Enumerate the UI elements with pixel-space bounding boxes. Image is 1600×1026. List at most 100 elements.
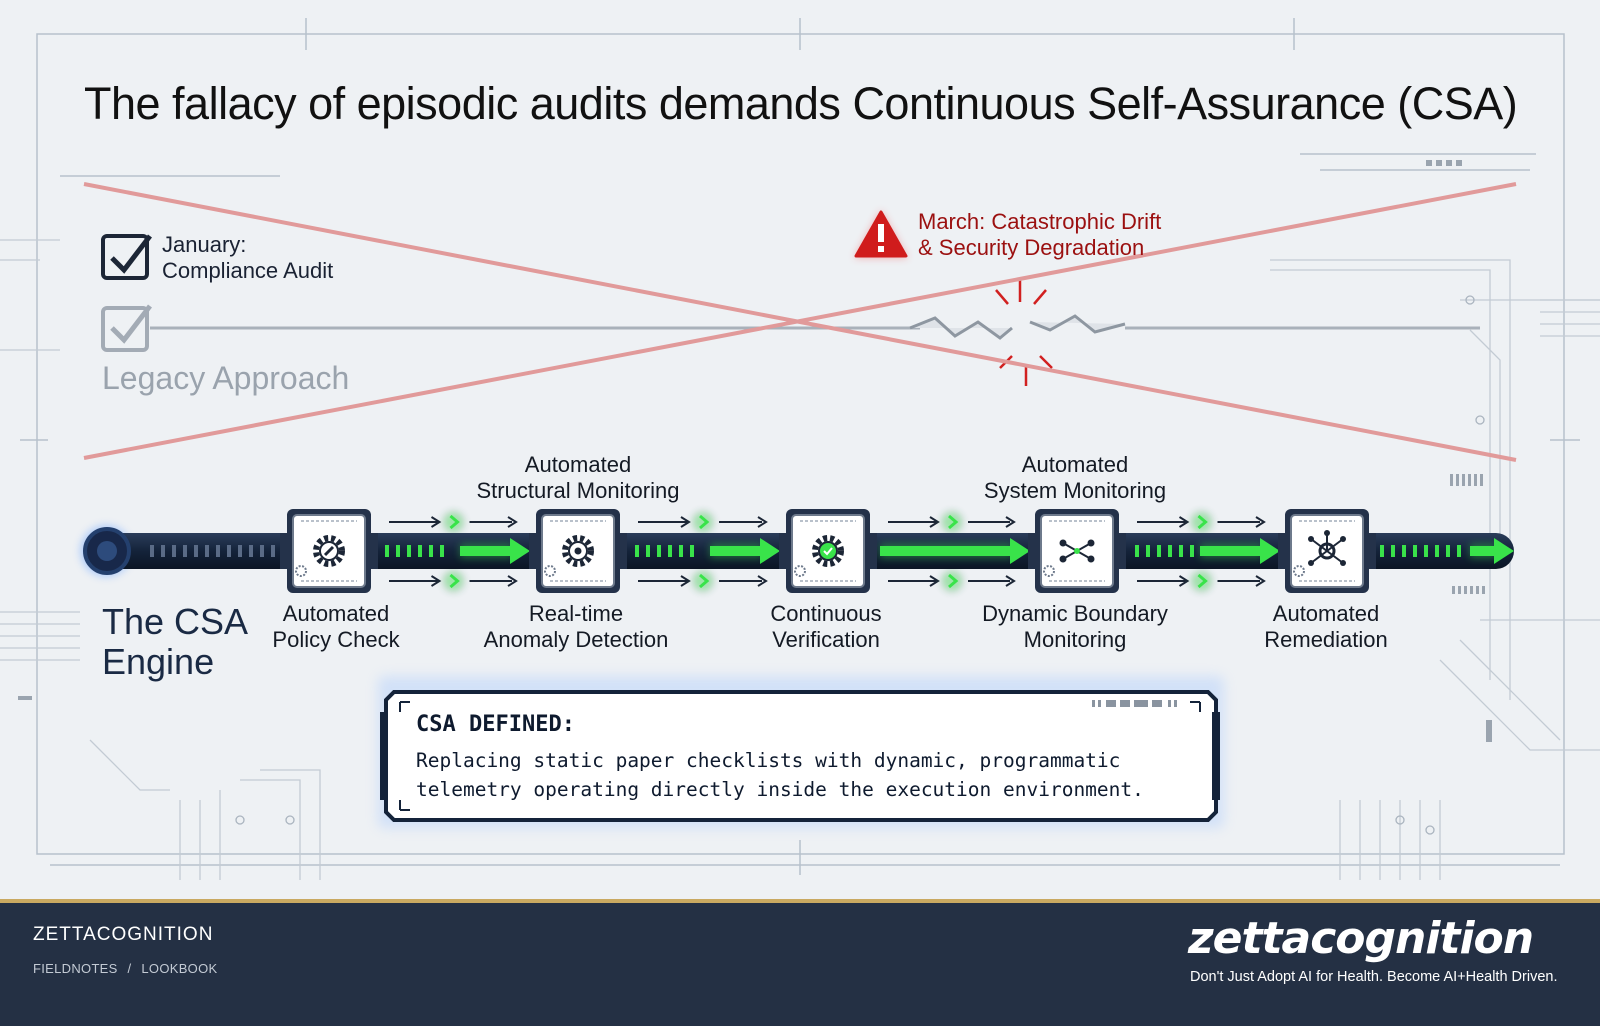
stage-label-line-1: Dynamic Boundary [982,601,1168,626]
network-branch-icon [1059,539,1095,563]
pipe-tick [1391,545,1395,557]
stage-label-anomaly-detection: Real-time Anomaly Detection [484,601,669,653]
pipe-tick [1168,545,1172,557]
monitor-label-structural: Automated Structural Monitoring [477,452,680,504]
pipe-tick [1457,545,1461,557]
pipe-tick [1179,545,1183,557]
breadcrumb-separator: / [127,961,132,976]
flow-arrow [460,538,530,564]
page-title: The fallacy of episodic audits demands C… [84,78,1518,129]
csa-engine-label: The CSA Engine [102,602,248,682]
definition-box-frame [378,676,1224,828]
pipe-tick [1413,545,1417,557]
monitor-label-line-2: Structural Monitoring [476,478,680,503]
breadcrumb-item-lookbook[interactable]: LOOKBOOK [141,961,218,976]
pipe-tick [440,545,444,557]
checkbox-faded-icon [101,304,152,352]
pipe-tick [1157,545,1161,557]
pipe-tick [271,545,275,557]
stage-module [1278,509,1376,593]
gear-check-icon [313,535,345,567]
checkbox-checked-icon [101,234,152,280]
pipe-tick [216,545,220,557]
stage-label-line-1: Continuous [770,601,882,626]
pipe-tick [150,545,154,557]
pipe-tick [1435,545,1439,557]
csa-engine-line-2: Engine [102,641,215,682]
monitor-label-line-1: Automated [1021,452,1129,477]
pipe-tick [679,545,683,557]
pipe-tick [205,545,209,557]
stage-label-verification: Continuous Verification [770,601,881,653]
stage-label-boundary-monitoring: Dynamic Boundary Monitoring [982,601,1168,653]
stage-label-policy-check: Automated Policy Check [272,601,399,653]
pipe-tick [407,545,411,557]
signal-arrow [888,512,1016,532]
breadcrumb-item-fieldnotes[interactable]: FIELDNOTES [33,961,118,976]
signal-arrows [389,512,1266,591]
pipe-tick [418,545,422,557]
pipe-tick [1190,545,1194,557]
legacy-timeline [150,314,1480,340]
pipe-tick [249,545,253,557]
pipe-tick [1146,545,1150,557]
pipe-tick [194,545,198,557]
legacy-audit-label: January: Compliance Audit [162,232,333,284]
pipe-tick [227,545,231,557]
flow-arrow [880,538,1030,564]
pipe-tick [172,545,176,557]
stage-label-line-1: Automated [282,601,390,626]
definition-body: Replacing static paper checklists with d… [416,749,1144,801]
warning-line-1: March: Catastrophic Drift [918,209,1162,234]
pipe-tick [429,545,433,557]
pipe-tick [1135,545,1139,557]
stage-label-line-2: Anomaly Detection [483,627,669,652]
pipe-tick [668,545,672,557]
stage-module [779,509,877,593]
legacy-approach-label: Legacy Approach [102,360,350,396]
monitor-label-system: Automated System Monitoring [984,452,1166,504]
legacy-cross-out [83,182,1517,462]
pipe-tick [657,545,661,557]
pipe-tick [260,545,264,557]
warning-label: March: Catastrophic Drift & Security Deg… [918,209,1161,261]
signal-arrow [389,571,518,591]
blueprint-frame [20,18,1580,875]
pipe-tick [646,545,650,557]
signal-arrow [1137,571,1266,591]
pipe-tick [396,545,400,557]
stage-label-line-1: Real-time [528,601,624,626]
stage-label-line-1: Automated [1272,601,1380,626]
warning-icon [854,210,908,258]
stage-module [280,509,378,593]
diagram-canvas [0,18,1600,880]
stage-label-line-2: Monitoring [1023,627,1127,652]
monitor-label-line-1: Automated [524,452,632,477]
flow-arrow [1200,538,1280,564]
stage-label-line-2: Policy Check [272,627,400,652]
pipe-tick [238,545,242,557]
circuit-nodes [235,295,1485,835]
breadcrumb: FIELDNOTES / LOOKBOOK [33,961,223,976]
pipe-tick [1380,545,1384,557]
footer-bar: ZETTACOGNITION FIELDNOTES / LOOKBOOK zet… [0,899,1600,1026]
pipe-tick [1402,545,1406,557]
footer-brand[interactable]: ZETTACOGNITION [33,924,214,945]
gear-icon [562,535,594,567]
circuit-traces [0,239,1600,880]
node-network-icon [1308,530,1346,566]
stage-label-line-2: Remediation [1264,627,1388,652]
monitor-label-line-2: System Monitoring [983,478,1167,503]
legacy-audit-month: January: [162,232,247,257]
legacy-audit-name: Compliance Audit [162,258,334,283]
csa-engine-line-1: The CSA [102,601,249,642]
signal-arrow [638,512,768,532]
pipe-tick [385,545,389,557]
signal-arrow [1137,512,1266,532]
pipe-tick [690,545,694,557]
pipe-tick [1446,545,1450,557]
gear-verified-icon [812,535,844,567]
zettacognition-logo: zettacognition [1188,913,1534,964]
stage-label-remediation: Automated Remediation [1264,601,1388,653]
